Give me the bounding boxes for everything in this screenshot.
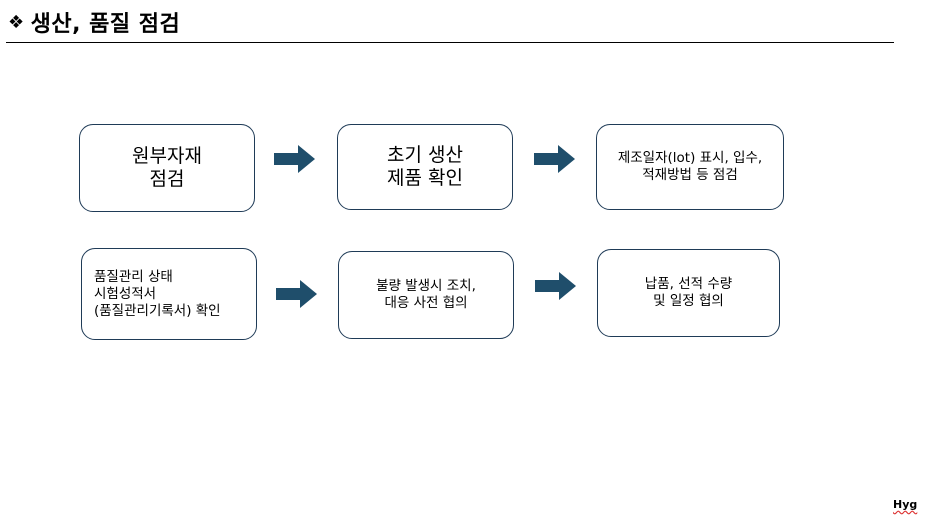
page-title: ❖ 생산, 품질 점검 [8, 6, 180, 38]
title-divider [6, 42, 894, 43]
right-arrow-icon [534, 145, 575, 173]
step-box-initial-production: 초기 생산 제품 확인 [337, 124, 513, 210]
right-arrow-icon [535, 272, 576, 300]
footer-label: Hyg [893, 498, 918, 511]
diamond-bullet-icon: ❖ [8, 11, 25, 33]
step-box-raw-materials: 원부자재 점검 [79, 124, 255, 212]
page-title-text: 생산, 품질 점검 [30, 12, 181, 37]
step-box-delivery-schedule: 납품, 선적 수량 및 일정 협의 [597, 249, 780, 337]
step-box-lot-labeling: 제조일자(lot) 표시, 입수, 적재방법 등 점검 [596, 124, 784, 210]
right-arrow-icon [274, 145, 315, 173]
step-box-quality-status: 품질관리 상태 시험성적서 (품질관리기록서) 확인 [81, 248, 257, 340]
right-arrow-icon [276, 280, 317, 308]
step-box-defect-response: 불량 발생시 조치, 대응 사전 협의 [338, 251, 514, 339]
